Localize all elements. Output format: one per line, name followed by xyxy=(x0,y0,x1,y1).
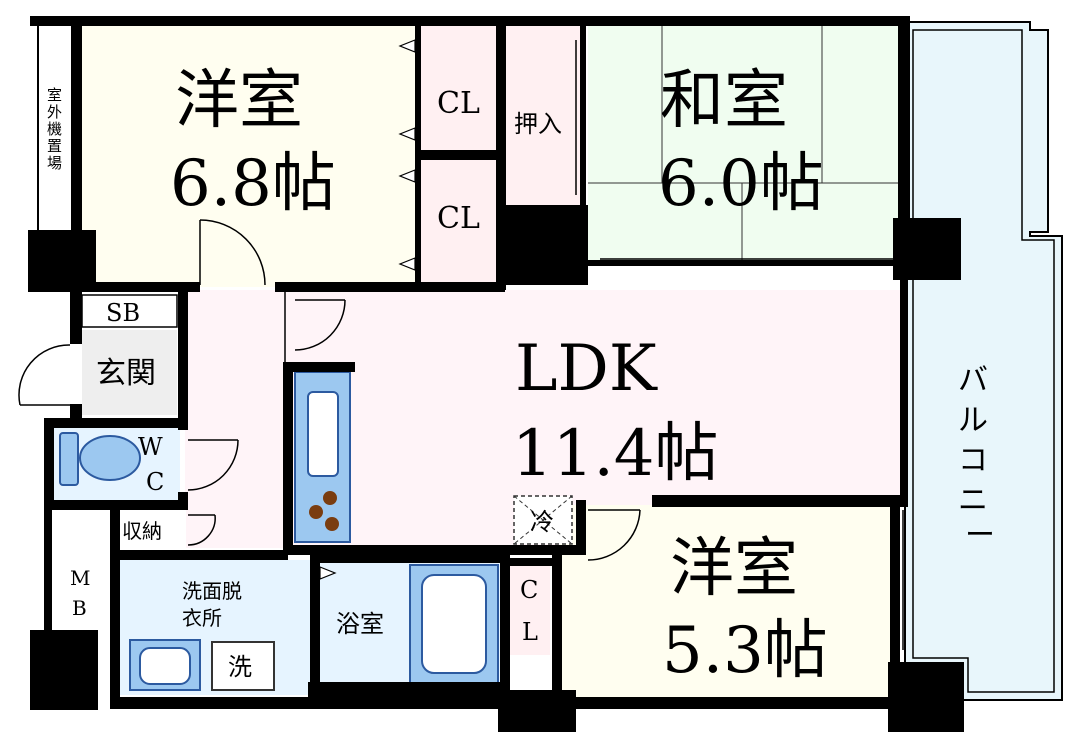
balcony-char-3: コ xyxy=(958,443,988,478)
storage-label: 収納 xyxy=(122,519,162,543)
bathtub-fixture xyxy=(409,564,499,684)
oshiire-label: 押入 xyxy=(514,110,562,138)
thin-lines xyxy=(125,40,904,650)
western-room-2-size: 5.3帖 xyxy=(662,614,828,688)
meter-box-label-b: B xyxy=(72,596,87,620)
room-labels: 洋室 6.8帖 和室 6.0帖 LDK 11.4帖 洋室 5.3帖 CL CL … xyxy=(70,64,828,688)
sink xyxy=(307,391,339,477)
fridge-label: 冷 xyxy=(530,508,554,536)
walls xyxy=(28,16,964,732)
balcony-label: バ ル コ ニ ー xyxy=(958,363,995,553)
storage-floor xyxy=(118,510,186,550)
balcony-char-1: バ xyxy=(958,363,988,398)
closet-2-label: CL xyxy=(437,201,480,236)
washbasin-fixture xyxy=(129,639,201,691)
western-room-2-name: 洋室 xyxy=(670,532,798,606)
western-room-1-name: 洋室 xyxy=(175,64,303,138)
closet-1-label: CL xyxy=(437,86,480,121)
wc-label-w: W xyxy=(138,433,163,461)
oshiire xyxy=(506,25,582,205)
balcony-area xyxy=(904,21,1063,701)
entrance-floor xyxy=(82,330,177,415)
outdoor-char-2: 外 xyxy=(47,103,62,121)
outdoor-char-4: 置 xyxy=(47,137,62,155)
tatami-lines xyxy=(588,25,900,263)
washer-space xyxy=(211,641,275,691)
japanese-room-size: 6.0帖 xyxy=(658,147,824,221)
stove-burner-3 xyxy=(325,517,339,531)
washroom-label-line1: 洗面脱 xyxy=(182,579,242,603)
japanese-room-name: 和室 xyxy=(660,64,788,138)
ldk-size: 11.4帖 xyxy=(512,417,719,491)
wc-label-c: C xyxy=(146,468,164,496)
washer-label: 洗 xyxy=(228,653,252,681)
closet-2 xyxy=(420,157,498,282)
stove-burner-2 xyxy=(309,505,323,519)
fridge-space xyxy=(513,495,573,545)
entrance-label: 玄関 xyxy=(96,356,156,391)
closet-3 xyxy=(510,565,550,655)
balcony-char-5: ー xyxy=(965,518,995,553)
toilet-fixture xyxy=(59,432,141,486)
ldk-floor xyxy=(285,290,900,548)
washroom-label-line2: 衣所 xyxy=(182,606,222,630)
door-swings xyxy=(18,219,641,561)
bathroom-label: 浴室 xyxy=(336,610,384,638)
kitchen-counter xyxy=(294,371,351,543)
balcony-char-4: ニ xyxy=(958,483,988,518)
hallway-floor xyxy=(185,290,285,548)
meter-box xyxy=(50,555,108,635)
balcony-char-2: ル xyxy=(958,403,988,438)
western-room-1-size: 6.8帖 xyxy=(170,147,336,221)
western-room-2-floor xyxy=(560,505,890,697)
shoe-box xyxy=(81,294,178,328)
ldk-name: LDK xyxy=(515,332,658,406)
closet-3-label-l: L xyxy=(522,618,538,646)
meter-box-label-m: M xyxy=(70,566,90,590)
closet-door-marks xyxy=(319,39,416,580)
outdoor-char-5: 場 xyxy=(47,154,62,172)
stove-burner-1 xyxy=(323,491,337,505)
shoe-box-label: SB xyxy=(106,299,140,327)
closet-1 xyxy=(420,25,498,153)
outdoor-char-1: 室 xyxy=(47,86,62,104)
outdoor-char-3: 機 xyxy=(47,120,62,138)
closet-3-label-c: C xyxy=(520,576,538,604)
outdoor-unit-label: 室 外 機 置 場 xyxy=(47,86,62,172)
japanese-room-floor xyxy=(588,25,900,263)
